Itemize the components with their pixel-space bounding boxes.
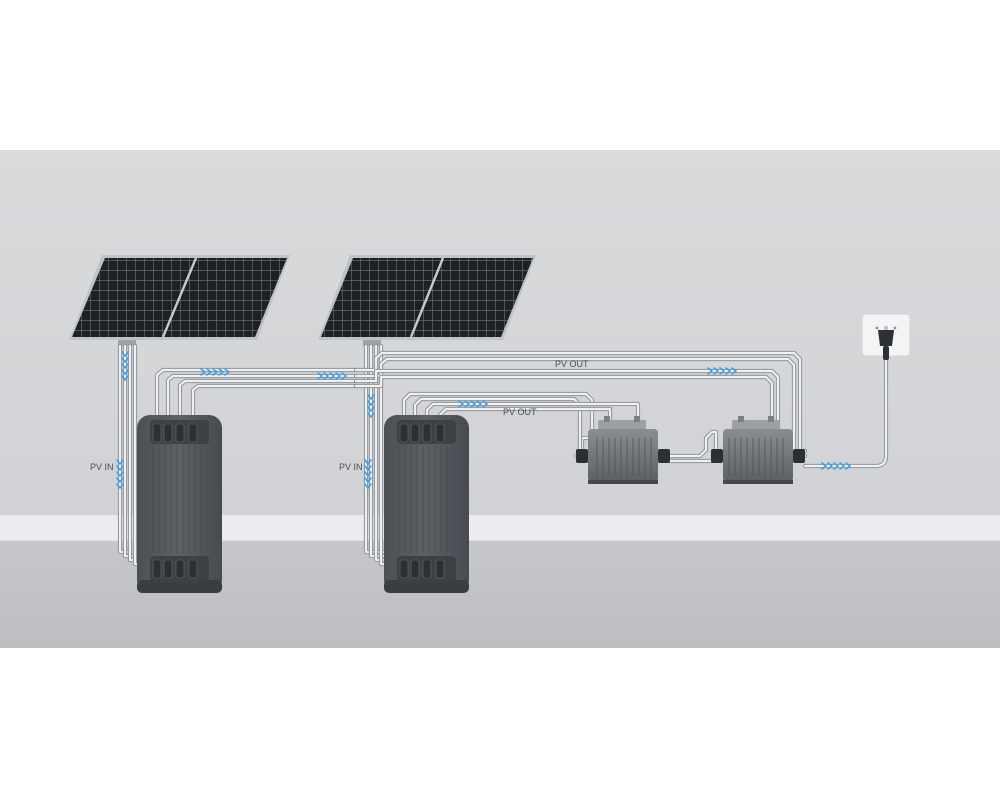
flow-arrow-icon (476, 400, 482, 408)
battery-port-1-4 (188, 423, 198, 443)
flow-arrow-icon (341, 372, 347, 380)
flow-top-pvout (707, 367, 737, 375)
flow-arrow-icon (713, 367, 719, 375)
flow-arrow-icon (367, 394, 375, 400)
cable-core-13 (354, 351, 807, 453)
flow-to-outlet (821, 462, 851, 470)
flow-arrow-icon (317, 372, 323, 380)
flow-arrow-icon (121, 369, 129, 375)
flow-left-pvout (200, 368, 230, 376)
flow-arrow-icon (116, 471, 124, 477)
flow-arrow-icon (470, 400, 476, 408)
flow-arrow-icon (833, 462, 839, 470)
flow-arrow-icon (367, 412, 375, 418)
flow-arrow-icon (464, 400, 470, 408)
battery-port-2-4 (188, 559, 198, 579)
flow-arrow-icon (367, 400, 375, 406)
cable-core-6 (166, 374, 358, 433)
flow-arrow-icon (839, 462, 845, 470)
cable-core-23 (803, 358, 888, 468)
battery-port-1-1 (152, 423, 162, 443)
battery-port-2-1 (152, 559, 162, 579)
battery-port-3-3 (422, 423, 432, 443)
flow-arrow-icon (364, 471, 372, 477)
battery-port-3-4 (435, 423, 445, 443)
cable-core-14 (354, 357, 807, 458)
flow-arrow-icon (364, 477, 372, 483)
battery-port-1-2 (163, 423, 173, 443)
cable-core-8 (191, 384, 358, 433)
flow-arrow-icon (458, 400, 464, 408)
flow-arrow-icon (364, 483, 372, 489)
flow-arrow-icon (827, 462, 833, 470)
flow-arrow-icon (116, 483, 124, 489)
battery-port-3-1 (399, 423, 409, 443)
pv-in-left-label: PV IN (90, 462, 114, 472)
cable-core-5 (155, 368, 358, 433)
flow-arrow-icon (364, 465, 372, 471)
flow-arrow-icon (329, 372, 335, 380)
solar-panel-right (318, 255, 536, 346)
plug-icon (878, 330, 894, 360)
flow-arrow-icon (323, 372, 329, 380)
flow-arrow-icon (707, 367, 713, 375)
flow-arrow-icon (121, 351, 129, 357)
flow-arrow-icon (731, 367, 737, 375)
panel-mount (118, 340, 136, 346)
battery-port-4-3 (422, 559, 432, 579)
pv-in-right-label: PV IN (339, 462, 363, 472)
flow-arrow-icon (116, 477, 124, 483)
flow-arrow-icon (116, 465, 124, 471)
flow-arrow-icon (218, 368, 224, 376)
flow-arrow-icon (821, 462, 827, 470)
flow-arrow-icon (212, 368, 218, 376)
flow-arrow-icon (121, 357, 129, 363)
battery-port-2-3 (175, 559, 185, 579)
flow-arrow-icon (367, 406, 375, 412)
flow-arrow-icon (719, 367, 725, 375)
battery-port-2-2 (163, 559, 173, 579)
pv-out-mid-label: PV OUT (503, 407, 537, 417)
flow-arrow-icon (116, 459, 124, 465)
flow-arrow-icon (121, 375, 129, 381)
flow-arrow-icon (200, 368, 206, 376)
energy-flow-arrows (116, 351, 851, 489)
flow-trunk (317, 372, 347, 380)
flow-mid-pvout (458, 400, 488, 408)
solar-panel-left (69, 255, 290, 346)
pv-out-top-label: PV OUT (555, 359, 589, 369)
flow-left-pvin (116, 459, 124, 489)
panel-mount (363, 340, 381, 346)
flow-arrow-icon (364, 459, 372, 465)
flow-right-pvin (364, 459, 372, 489)
flow-arrow-icon (206, 368, 212, 376)
flow-arrow-icon (121, 363, 129, 369)
flow-arrow-icon (845, 462, 851, 470)
battery-port-1-3 (175, 423, 185, 443)
flow-arrow-icon (482, 400, 488, 408)
micro-inverter-1 (576, 416, 670, 484)
flow-arrow-icon (224, 368, 230, 376)
battery-port-4-2 (410, 559, 420, 579)
cable-core-7 (178, 379, 358, 433)
battery-ports (152, 423, 445, 579)
flow-right-panel-down (367, 394, 375, 418)
wall-socket (861, 313, 911, 360)
battery-port-3-2 (410, 423, 420, 443)
cable-core-21 (668, 430, 718, 458)
flow-arrow-icon (335, 372, 341, 380)
micro-inverter-2 (711, 416, 805, 484)
battery-port-4-1 (399, 559, 409, 579)
flow-left-panel-down (121, 351, 129, 381)
battery-port-4-4 (435, 559, 445, 579)
cable-core-17 (402, 392, 594, 453)
flow-arrow-icon (725, 367, 731, 375)
